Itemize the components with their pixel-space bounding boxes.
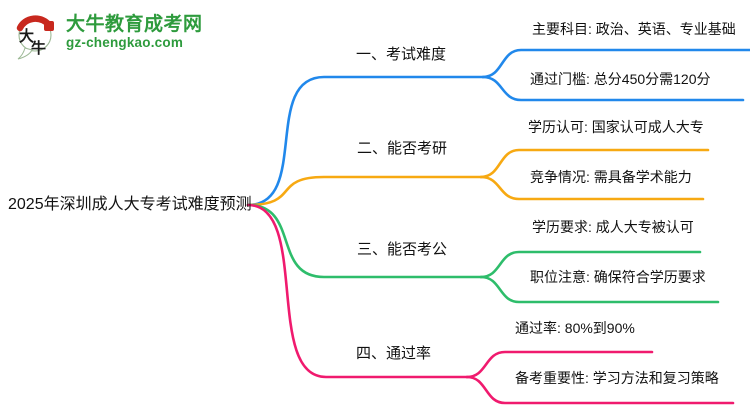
branch-3-label: 三、能否考公 (357, 241, 448, 258)
logo-bubble-tail (17, 47, 33, 60)
branch-3-child-1-label: 学历要求: 成人大专被认可 (532, 219, 694, 235)
branch-2-child-1-label: 学历认可: 国家认可成人大专 (528, 119, 704, 135)
branch-4-child-2-curve (465, 375, 735, 405)
branch-1-main-curve (246, 75, 485, 207)
branch-1-lines (246, 48, 750, 207)
branch-2-child-1-curve (479, 148, 710, 179)
branch-3-child-2-label: 职位注意: 确保符合学历要求 (530, 269, 706, 285)
branch-1-child-1-label: 主要科目: 政治、英语、专业基础 (532, 21, 736, 37)
branch-2-main-curve (246, 175, 483, 207)
branch-2-child-2-curve (479, 175, 705, 201)
site-logo: 大 牛 大牛教育成考网 gz-chengkao.com (10, 8, 203, 60)
logo-char-bottom: 牛 (31, 39, 46, 57)
branch-4-child-1-curve (465, 350, 654, 379)
branch-4-label: 四、通过率 (356, 345, 432, 362)
branch-2-lines (246, 148, 710, 207)
branch-4-main-curve (246, 203, 469, 379)
branch-3-main-curve (246, 203, 483, 279)
logo-red-seal (44, 21, 54, 31)
branch-4-child-1-label: 通过率: 80%到90% (515, 320, 635, 336)
branch-3-child-2-curve (479, 275, 720, 304)
branch-2-child-2-label: 竞争情况: 需具备学术能力 (530, 169, 692, 185)
branch-3-lines (246, 203, 720, 304)
branch-4-lines (246, 203, 735, 405)
branch-3-child-1-curve (479, 250, 702, 279)
branch-1-child-1-curve (481, 48, 750, 79)
branch-1-child-2-label: 通过门槛: 总分450分需120分 (530, 71, 711, 87)
logo-text-block: 大牛教育成考网 gz-chengkao.com (66, 8, 203, 50)
logo-bull-icon: 大 牛 (16, 15, 54, 60)
branch-1-child-2-curve (481, 75, 745, 102)
site-name: 大牛教育成考网 (66, 14, 203, 35)
central-topic: 2025年深圳成人大专考试难度预测 (8, 196, 252, 213)
branch-2-label: 二、能否考研 (357, 140, 448, 157)
branch-1-label: 一、考试难度 (356, 46, 447, 63)
logo-char-top: 大 (19, 27, 34, 45)
site-url: gz-chengkao.com (66, 35, 184, 50)
branch-4-child-2-label: 备考重要性: 学习方法和复习策略 (515, 370, 719, 386)
